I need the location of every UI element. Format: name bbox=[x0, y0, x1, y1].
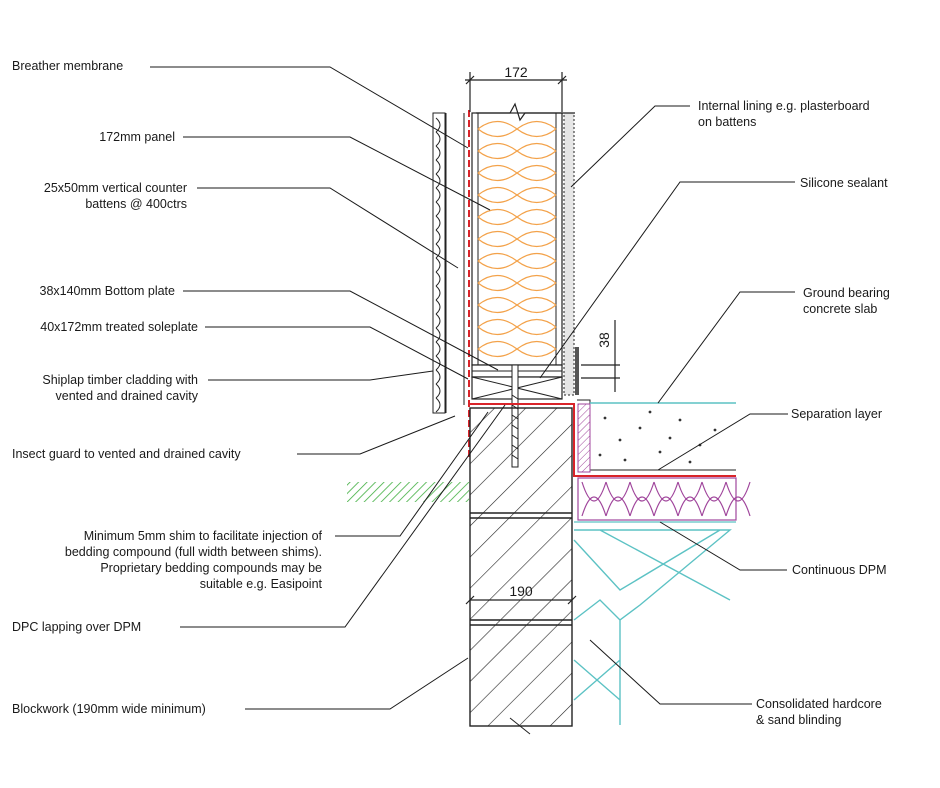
label-line: Shiplap timber cladding with bbox=[42, 373, 198, 387]
label-line: on battens bbox=[698, 115, 756, 129]
label-hardcore: Consolidated hardcore & sand blinding bbox=[756, 697, 882, 727]
label-silicone: Silicone sealant bbox=[800, 176, 888, 190]
concrete-speckle bbox=[648, 410, 652, 414]
concrete-speckle bbox=[658, 450, 662, 454]
concrete-speckle bbox=[638, 426, 642, 430]
label-line: 38x140mm Bottom plate bbox=[40, 284, 176, 298]
label-shim: Minimum 5mm shim to facilitate injection… bbox=[65, 529, 323, 591]
concrete-speckle bbox=[603, 416, 607, 420]
label-line: Continuous DPM bbox=[792, 563, 887, 577]
internal-lining bbox=[563, 112, 575, 396]
label-shiplap-cladding: Shiplap timber cladding with vented and d… bbox=[42, 373, 198, 403]
concrete-slab bbox=[590, 402, 736, 464]
label-line: 40x172mm treated soleplate bbox=[40, 320, 198, 334]
label-line: Insect guard to vented and drained cavit… bbox=[12, 447, 241, 461]
rigid-insulation bbox=[577, 477, 751, 521]
label-blockwork: Blockwork (190mm wide minimum) bbox=[12, 702, 206, 716]
counter-battens bbox=[445, 113, 465, 413]
dimension-172-text: 172 bbox=[504, 64, 528, 80]
leaders-left bbox=[150, 66, 506, 710]
label-counter-battens: 25x50mm vertical counter battens @ 400ctr… bbox=[44, 181, 187, 211]
concrete-speckle bbox=[668, 436, 672, 440]
label-line: concrete slab bbox=[803, 302, 877, 316]
label-line: Minimum 5mm shim to facilitate injection… bbox=[84, 529, 323, 543]
label-line: Silicone sealant bbox=[800, 176, 888, 190]
label-line: & sand blinding bbox=[756, 713, 842, 727]
shiplap-cladding bbox=[432, 112, 446, 414]
dimension-172: 172 bbox=[465, 64, 575, 122]
label-line: suitable e.g. Easipoint bbox=[200, 577, 323, 591]
label-internal-lining: Internal lining e.g. plasterboard on batt… bbox=[698, 99, 870, 129]
label-line: 25x50mm vertical counter bbox=[44, 181, 187, 195]
leaders-right bbox=[539, 105, 795, 705]
silicone-sealant bbox=[575, 347, 579, 395]
label-slab: Ground bearing concrete slab bbox=[803, 286, 890, 316]
dimension-190-text: 190 bbox=[509, 583, 533, 599]
label-line: Breather membrane bbox=[12, 59, 123, 73]
label-line: Proprietary bedding compounds may be bbox=[100, 561, 322, 575]
dimension-38: 38 bbox=[581, 320, 620, 392]
concrete-speckle bbox=[713, 428, 717, 432]
insulation-fill bbox=[477, 120, 557, 358]
label-insect-guard: Insect guard to vented and drained cavit… bbox=[12, 447, 241, 461]
label-line: DPC lapping over DPM bbox=[12, 620, 141, 634]
labels: Breather membrane 172mm panel 25x50mm vert… bbox=[12, 59, 890, 727]
concrete-speckle bbox=[623, 458, 627, 462]
dimension-190: 190 bbox=[465, 583, 577, 605]
label-breather-membrane: Breather membrane bbox=[12, 59, 123, 73]
edge-insulation bbox=[577, 403, 591, 473]
label-line: battens @ 400ctrs bbox=[85, 197, 187, 211]
label-soleplate: 40x172mm treated soleplate bbox=[40, 320, 198, 334]
blockwork bbox=[469, 407, 573, 735]
label-bottom-plate: 38x140mm Bottom plate bbox=[40, 284, 176, 298]
ground bbox=[347, 482, 469, 502]
label-line: Separation layer bbox=[791, 407, 882, 421]
concrete-speckle bbox=[598, 453, 602, 457]
hardcore bbox=[573, 521, 736, 725]
dpc-line bbox=[469, 403, 736, 477]
label-line: vented and drained cavity bbox=[56, 389, 199, 403]
concrete-speckle bbox=[678, 418, 682, 422]
timber-panel bbox=[471, 112, 563, 366]
label-dpm: Continuous DPM bbox=[792, 563, 887, 577]
concrete-speckle bbox=[618, 438, 622, 442]
label-separation: Separation layer bbox=[791, 407, 882, 421]
concrete-speckle bbox=[688, 460, 692, 464]
label-dpc: DPC lapping over DPM bbox=[12, 620, 141, 634]
dimension-38-text: 38 bbox=[596, 332, 612, 348]
label-line: Internal lining e.g. plasterboard bbox=[698, 99, 870, 113]
label-line: bedding compound (full width between shi… bbox=[65, 545, 322, 559]
label-line: Blockwork (190mm wide minimum) bbox=[12, 702, 206, 716]
label-line: Consolidated hardcore bbox=[756, 697, 882, 711]
label-line: Ground bearing bbox=[803, 286, 890, 300]
label-line: 172mm panel bbox=[99, 130, 175, 144]
label-panel-172: 172mm panel bbox=[99, 130, 175, 144]
